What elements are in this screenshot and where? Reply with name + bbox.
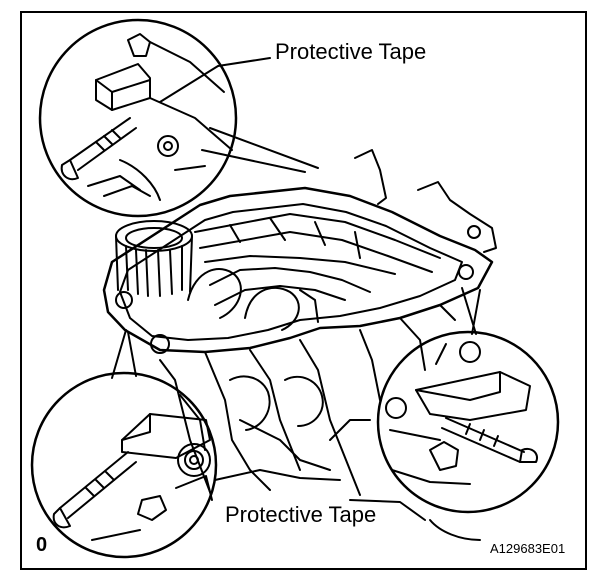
intake-manifold — [102, 149, 497, 354]
detail-circle-bottom-right — [376, 287, 560, 514]
detail-circle-bottom-left — [30, 329, 218, 559]
callout-label-top: Protective Tape — [275, 39, 427, 64]
diagram-frame — [20, 11, 587, 570]
callout-label-bottom: Protective Tape — [225, 502, 377, 527]
engine-block — [159, 304, 481, 541]
callout-leader-top — [159, 57, 271, 103]
figure-id: A129683E01 — [490, 541, 566, 556]
detail-circle-top — [38, 18, 319, 218]
corner-mark: 0 — [36, 534, 48, 556]
